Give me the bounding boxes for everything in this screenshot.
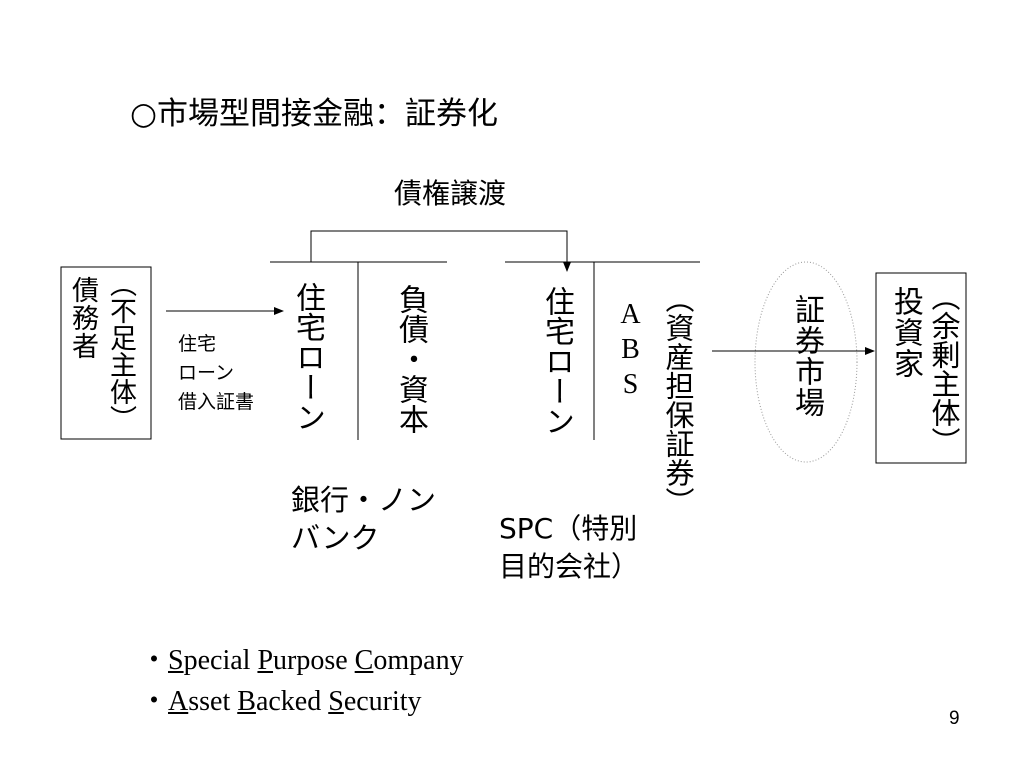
glossary-initial: S xyxy=(328,686,344,717)
loan-doc-line: 住宅 xyxy=(178,333,217,355)
bank-liability-label: 負債・資本 xyxy=(393,284,428,434)
loan-doc-line: 借入証書 xyxy=(178,391,255,413)
glossary-initial: A xyxy=(168,686,189,717)
glossary-text: ecurity xyxy=(343,686,422,717)
glossary-bullet: ・ xyxy=(140,643,169,676)
glossary-line: ・Special Purpose Company xyxy=(140,640,464,681)
investor-note: （余剰主体） xyxy=(927,282,961,456)
glossary-initial: S xyxy=(168,645,184,676)
transfer-label: 債権譲渡 xyxy=(394,177,507,210)
page-number: 9 xyxy=(949,708,960,729)
abs-note: （資産担保証券） xyxy=(661,284,695,516)
securities-market-label: 証券市場 xyxy=(789,294,824,418)
glossary-text: acked xyxy=(255,686,329,717)
glossary-line: ・Asset Backed Security xyxy=(140,681,464,722)
loan-document-label: 住宅 ローン 借入証書 xyxy=(178,330,254,417)
bank-caption: 銀行・ノン バンク xyxy=(291,481,436,557)
spc-caption-line: SPC（特別 xyxy=(499,512,638,545)
glossary-text: sset xyxy=(188,686,238,717)
glossary: ・Special Purpose Company・Asset Backed Se… xyxy=(140,640,464,722)
loan-doc-line: ローン xyxy=(178,362,235,384)
investor-label: 投資家 xyxy=(888,286,923,379)
bank-asset-label: 住宅ローン xyxy=(290,282,325,432)
securities-market-ellipse xyxy=(754,261,858,463)
slide-title: ○市場型間接金融：証券化 xyxy=(130,96,499,132)
transfer-arrow xyxy=(310,230,571,272)
glossary-text: urpose xyxy=(273,645,355,676)
debtor-box xyxy=(60,266,152,440)
glossary-initial: B xyxy=(237,686,256,717)
spc-caption-line: 目的会社） xyxy=(499,550,640,583)
glossary-bullet: ・ xyxy=(140,684,169,717)
spc-caption: SPC（特別 目的会社） xyxy=(499,510,639,586)
glossary-initial: P xyxy=(257,645,274,676)
bank-caption-line: 銀行・ノン xyxy=(291,483,437,517)
glossary-initial: C xyxy=(354,645,374,676)
debtor-note: （不足主体） xyxy=(105,270,136,432)
investor-box xyxy=(875,272,967,464)
abs-label: ABS xyxy=(615,299,646,404)
bank-caption-line: バンク xyxy=(291,521,380,555)
spc-asset-label: 住宅ローン xyxy=(539,286,574,436)
debtor-label: 債務者 xyxy=(67,276,98,360)
glossary-text: pecial xyxy=(183,645,258,676)
glossary-text: ompany xyxy=(373,645,464,676)
